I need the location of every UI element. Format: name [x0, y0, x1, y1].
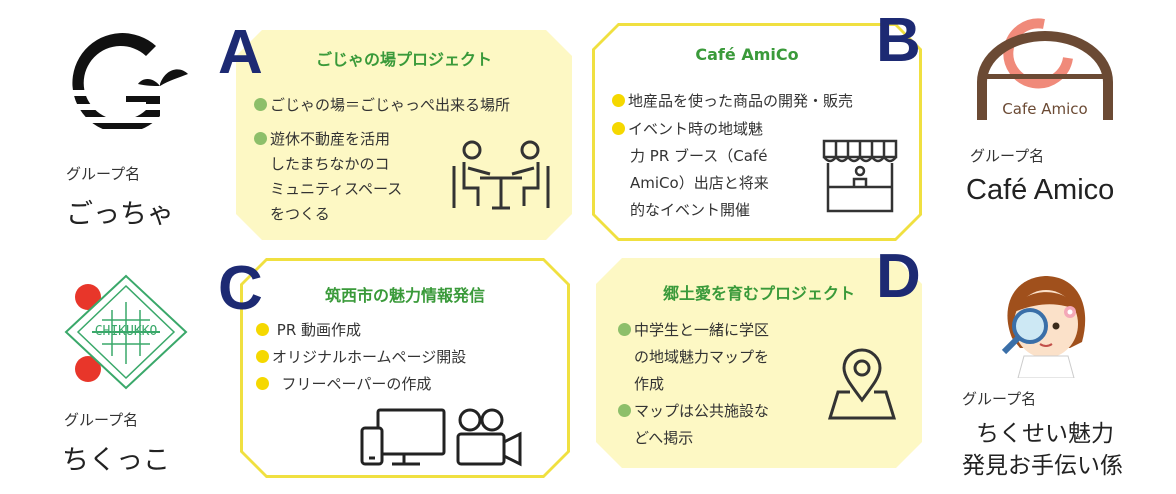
card-c: 筑西市の魅力情報発信 PR 動画作成 オリジナルホームページ開設 フリーペーパー…: [240, 258, 570, 478]
card-b: Café AmiCo 地産品を使った商品の開発・販売 イベント時の地域魅 力 P…: [592, 23, 922, 241]
card-c-bullet-3: フリーペーパーの作成: [256, 372, 431, 396]
map-pin-icon: [828, 346, 896, 424]
bullet-dot-icon: [256, 377, 269, 390]
card-c-bullet-2-text: オリジナルホームページ開設: [272, 348, 467, 366]
card-a-title: ごじゃの場プロジェクト: [315, 50, 492, 69]
bullet-dot-icon: [618, 404, 631, 417]
card-c-bullet-1-text: PR 動画作成: [276, 321, 362, 339]
chikukko-group-label: グループ名: [64, 411, 139, 429]
card-a-bullet-1: ごじゃの場＝ごじゃっぺ出来る場所: [254, 93, 510, 117]
card-a: ごじゃの場プロジェクト ごじゃの場＝ごじゃっぺ出来る場所 遊休不動産を活用 した…: [236, 30, 572, 240]
card-d: 郷土愛を育むプロジェクト 中学生と一緒に学区 の地域魅力マップを 作成 マップは…: [596, 258, 922, 468]
cafe-group-label: グループ名: [970, 147, 1045, 165]
card-d-title: 郷土愛を育むプロジェクト: [662, 284, 855, 303]
card-d-bullet-2-line-2: どへ掲示: [634, 429, 694, 447]
bullet-dot-icon: [618, 323, 631, 336]
card-b-bullet-1-text: 地産品を使った商品の開発・販売: [628, 92, 854, 110]
card-b-bullet-2: イベント時の地域魅: [612, 117, 763, 141]
card-d-letter: D: [876, 242, 921, 311]
card-a-bullet-2-line-2: したまちなかのコ: [270, 155, 390, 173]
bullet-dot-icon: [612, 94, 625, 107]
kakari-group-name-line-2: 発見お手伝い係: [962, 453, 1123, 479]
chikukko-group-name: ちくっこ: [62, 445, 170, 476]
card-b-bullet-2-line-2: 力 PR ブース（Café: [630, 147, 768, 165]
card-d-bullet-1-line-2: の地域魅力マップを: [634, 348, 770, 366]
video-camera-icon: [454, 406, 524, 470]
gocha-group-label: グループ名: [66, 165, 141, 183]
meeting-table-icon: [446, 136, 556, 212]
card-b-bullet-2-line-3: AmiCo）出店と将来: [630, 174, 769, 192]
girl-magnifier-illustration: [1001, 276, 1086, 378]
card-b-letter: B: [876, 6, 921, 75]
chikukko-logo: CHIKUKKO: [64, 274, 188, 390]
card-c-bullet-1: PR 動画作成: [256, 318, 361, 342]
card-c-bullet-3-text: フリーペーパーの作成: [281, 375, 432, 393]
card-b-title: Café AmiCo: [695, 45, 799, 64]
devices-icon: [358, 406, 448, 468]
card-b-bullet-2-line-4: 的なイベント開催: [630, 201, 751, 219]
card-d-bullet-2: マップは公共施設な: [618, 399, 769, 423]
card-b-bullet-2-line-1: イベント時の地域魅: [628, 120, 764, 138]
card-a-bullet-2-line-1: 遊休不動産を活用: [270, 130, 391, 148]
card-a-bullet-1-text: ごじゃの場＝ごじゃっぺ出来る場所: [270, 96, 511, 114]
gocha-logo: [72, 33, 188, 134]
card-a-letter: A: [218, 18, 263, 87]
bullet-dot-icon: [254, 98, 267, 111]
bullet-dot-icon: [254, 132, 267, 145]
kakari-group-label: グループ名: [962, 390, 1037, 408]
gocha-group-name: ごっちゃ: [66, 199, 174, 230]
card-a-bullet-2-line-3: ミュニティスペース: [270, 180, 403, 198]
cafe-amico-logo-text: Cafe Amico: [1002, 100, 1087, 118]
card-d-bullet-1-line-3: 作成: [634, 375, 665, 393]
card-d-bullet-1: 中学生と一緒に学区: [618, 318, 769, 342]
card-c-letter: C: [218, 254, 263, 323]
market-stall-icon: [820, 135, 900, 215]
card-b-inner: [595, 26, 919, 238]
bullet-dot-icon: [612, 122, 625, 135]
card-c-bullet-2: オリジナルホームページ開設: [256, 345, 466, 369]
card-a-bullet-2-line-4: をつくる: [270, 205, 330, 223]
cafe-group-name: Café Amico: [966, 174, 1115, 206]
card-c-title: 筑西市の魅力情報発信: [324, 286, 485, 305]
card-d-bullet-2-line-1: マップは公共施設な: [634, 402, 770, 420]
bullet-dot-icon: [256, 350, 269, 363]
cafe-amico-logo: Cafe Amico: [977, 18, 1113, 120]
card-d-bullet-1-line-1: 中学生と一緒に学区: [634, 321, 770, 339]
card-c-inner: [243, 261, 567, 475]
card-b-bullet-1: 地産品を使った商品の開発・販売: [612, 89, 853, 113]
chikukko-logo-text: CHIKUKKO: [95, 324, 158, 339]
kakari-group-name-line-1: ちくせい魅力: [976, 421, 1114, 447]
bullet-dot-icon: [256, 323, 269, 336]
card-a-bullet-2: 遊休不動産を活用: [254, 127, 390, 151]
